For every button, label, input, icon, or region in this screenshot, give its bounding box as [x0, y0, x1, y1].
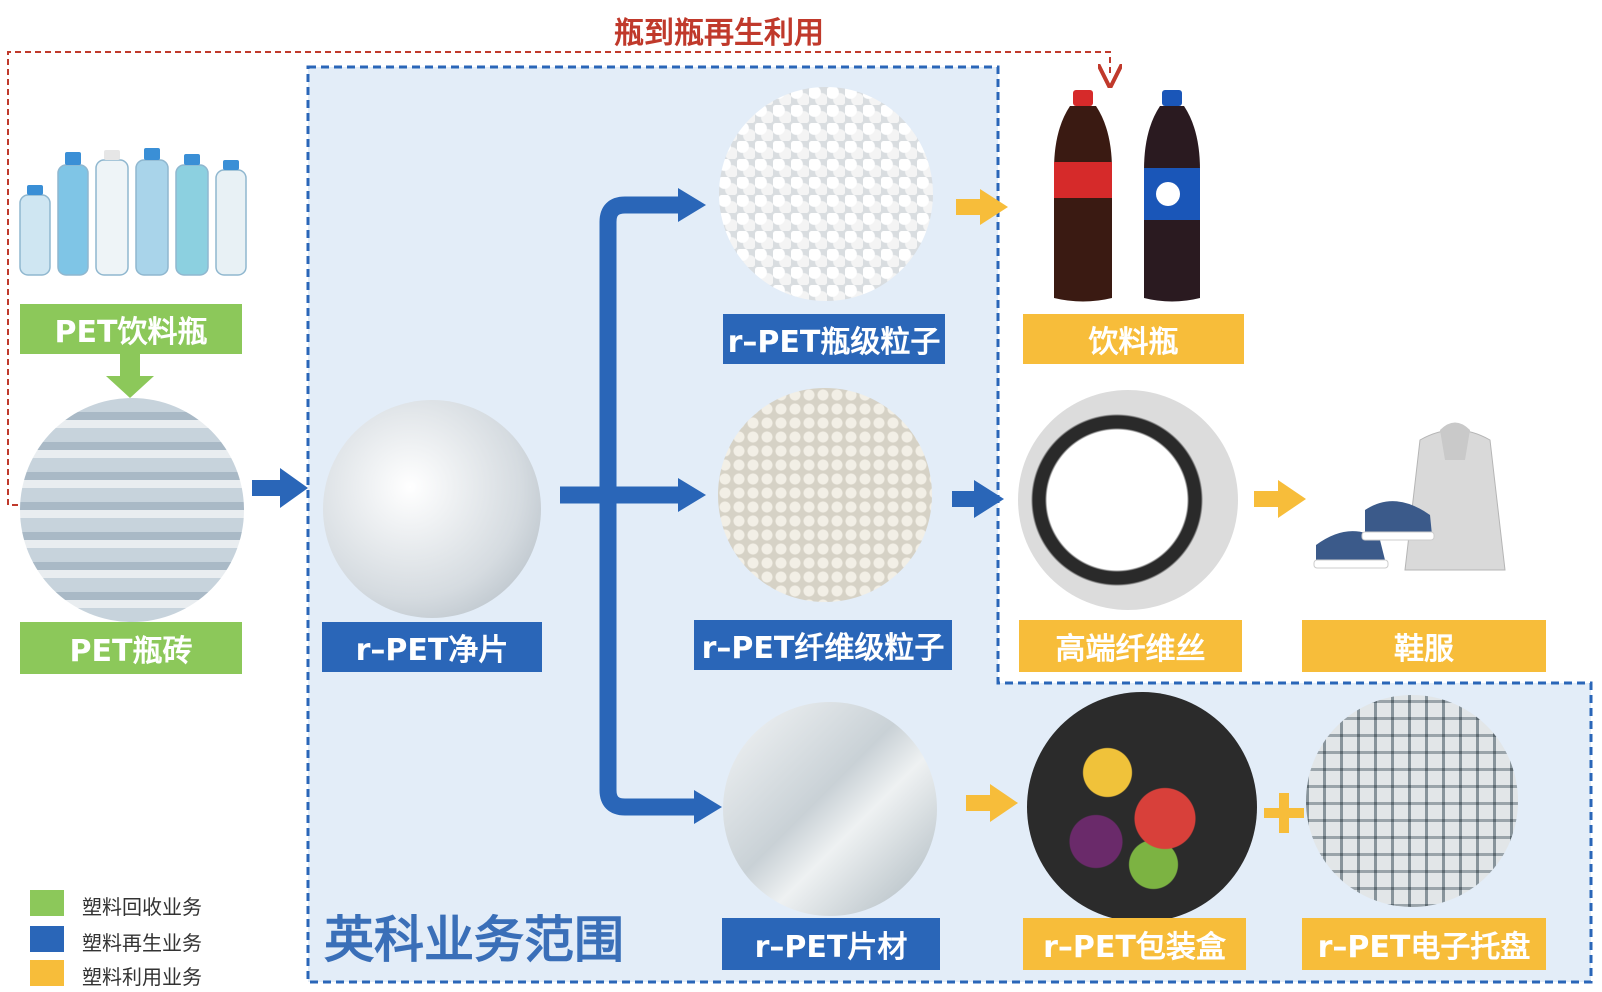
legend-label-recycling: 塑料回收业务: [82, 895, 202, 919]
cola-bottles-image: [1054, 90, 1200, 302]
legend-swatch-utilization: [30, 960, 64, 986]
legend-swatch-regeneration: [30, 926, 64, 952]
shoes-hoodie-image: [1313, 422, 1506, 571]
scope-title: 英科业务范围: [324, 911, 624, 969]
label-rpet-bottle-grade: r–PET瓶级粒子: [723, 314, 945, 364]
water-bottles-image: [19, 148, 247, 276]
pet-brick-image: [20, 398, 244, 622]
fiber-grade-pellets-image: [718, 388, 932, 602]
rpet-flakes-image: [323, 400, 541, 618]
branch-arrows: [560, 196, 700, 816]
scope-region: [306, 65, 1593, 984]
label-rpet-tray: r–PET电子托盘: [1302, 918, 1546, 970]
loop-line: [7, 51, 1110, 506]
label-rpet-flakes: r–PET净片: [322, 622, 542, 672]
bottle-grade-pellets-image: [719, 87, 933, 301]
label-beverage-bottle: 饮料瓶: [1023, 314, 1244, 364]
label-fiber-yarn: 高端纤维丝: [1019, 620, 1242, 672]
legend-label-utilization: 塑料利用业务: [82, 965, 202, 989]
rpet-sheet-image: [723, 702, 937, 916]
legend-swatch-recycling: [30, 890, 64, 916]
arrow-brick-to-flakes: [252, 468, 308, 508]
bottle-to-bottle-title: 瓶到瓶再生利用: [614, 16, 824, 51]
legend-label-regeneration: 塑料再生业务: [82, 931, 202, 955]
label-rpet-fiber-grade: r–PET纤维级粒子: [694, 620, 952, 670]
fiber-yarn-image: [1018, 390, 1238, 610]
branch-arrowheads: [678, 188, 722, 824]
yellow-arrows: [956, 189, 1306, 822]
label-rpet-box: r–PET包装盒: [1023, 918, 1246, 970]
label-shoes-clothes: 鞋服: [1302, 620, 1546, 672]
label-pet-brick: PET瓶砖: [20, 622, 242, 674]
green-down-arrow: [106, 354, 154, 398]
electronic-tray-image: [1306, 695, 1518, 907]
label-rpet-sheet: r–PET片材: [722, 918, 940, 970]
arrow-fiber-to-yarn: [952, 480, 1004, 518]
label-pet-bottle: PET饮料瓶: [20, 304, 242, 354]
fruit-box-image: [1027, 692, 1257, 922]
plus-icon: [1264, 793, 1304, 833]
